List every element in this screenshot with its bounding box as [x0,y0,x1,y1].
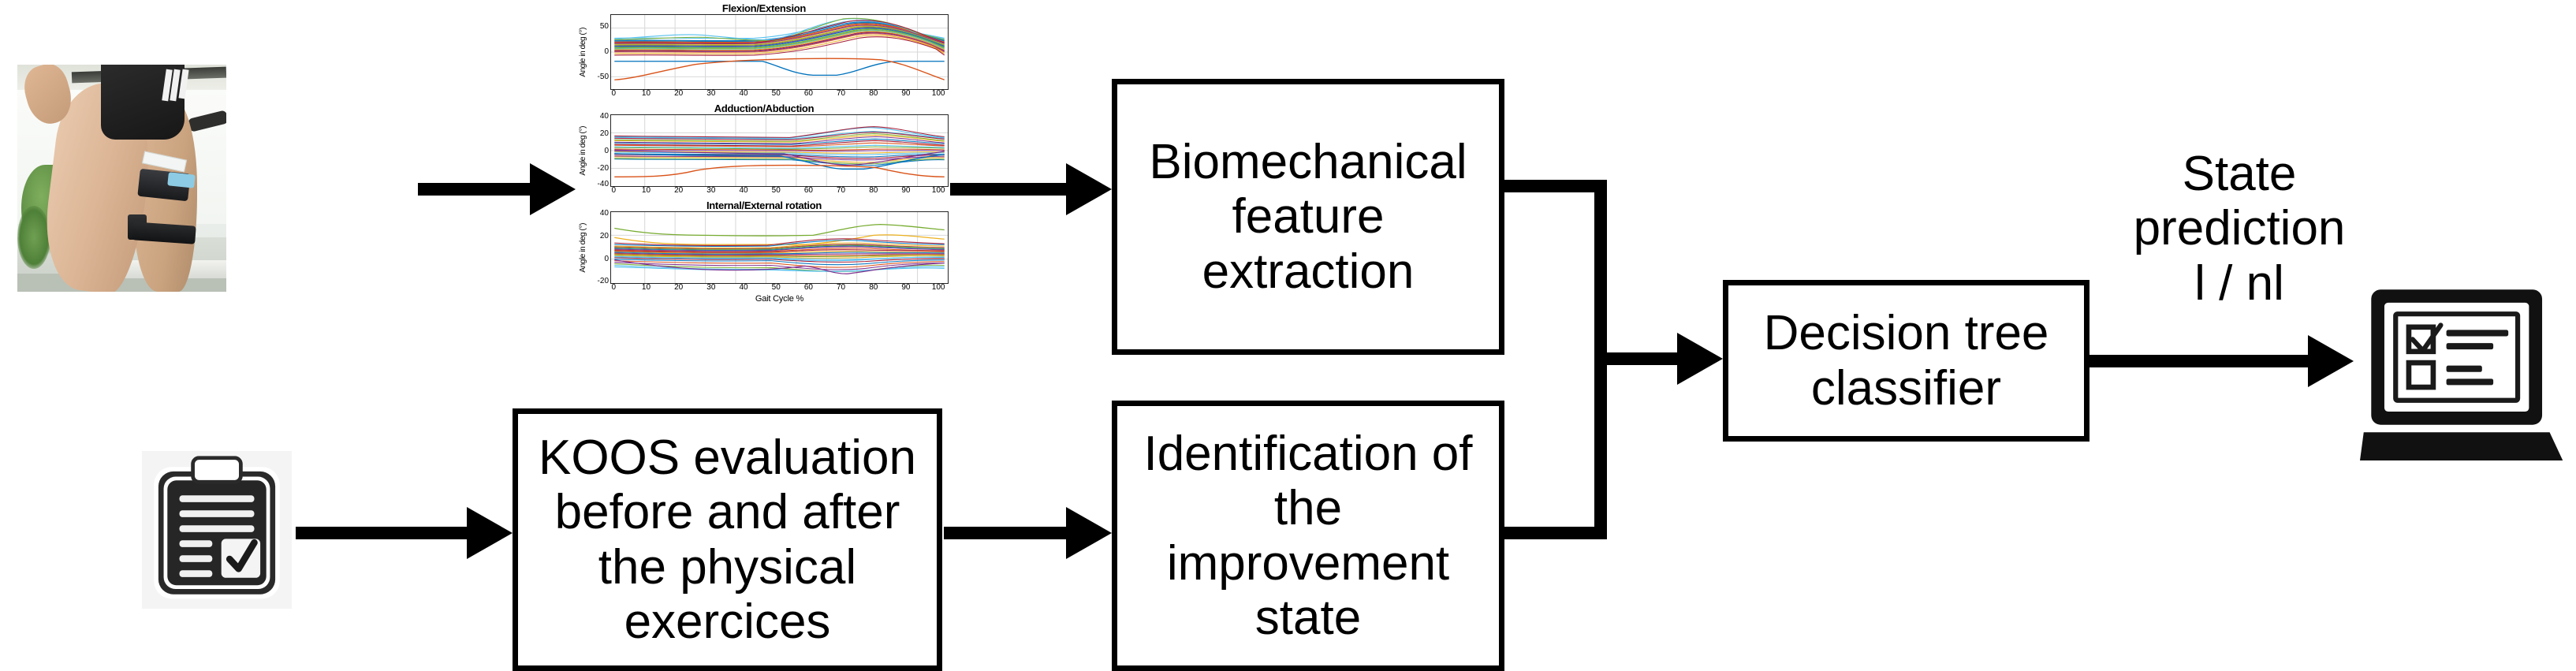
box-decision-tree-classifier[interactable]: Decision tree classifier [1723,280,2090,442]
chart-y-ticks: 50 0 -50 [590,14,610,90]
box-label: Identification of the improvement state [1143,426,1473,645]
x-tick: 30 [706,283,716,292]
chart-xlabel: Gait Cycle % [755,294,804,304]
chart-flexion-extension: Flexion/Extension Angle in deg (°) 50 0 … [579,2,949,100]
x-tick: 40 [739,283,748,292]
x-tick: 0 [611,283,617,292]
y-tick: -40 [597,180,609,189]
x-tick: 0 [611,89,617,98]
chart-plot-area [610,14,949,90]
y-tick: 40 [599,111,609,121]
x-tick: 10 [641,283,651,292]
y-tick: 20 [599,129,609,138]
x-tick: 90 [901,186,911,195]
y-tick: 0 [604,47,609,56]
chart-x-ticks: 0 10 20 30 40 50 60 70 80 90 100 [610,284,949,294]
chart-y-ticks: 40 20 0 -20 [590,208,610,286]
x-tick: 90 [901,89,911,98]
chart-internal-external-rotation: Internal/External rotation Angle in deg … [579,199,949,304]
x-tick: 60 [803,186,813,195]
chart-y-ticks: 40 20 0 -20 -40 [590,111,610,189]
x-tick: 50 [771,186,781,195]
connector-biomechanical-branch [1502,180,1607,192]
connector-identification-branch [1502,527,1607,539]
x-tick: 20 [674,283,684,292]
x-tick: 50 [771,89,781,98]
y-tick: 20 [599,232,609,241]
chart-adduction-abduction: Adduction/Abduction Angle in deg (°) 40 … [579,103,949,197]
x-tick: 100 [931,283,945,292]
x-tick: 20 [674,186,684,195]
y-tick: 50 [599,22,609,32]
chart-x-ticks: 0 10 20 30 40 50 60 70 80 90 100 [610,90,949,100]
box-biomechanical-feature-extraction[interactable]: Biomechanical feature extraction [1112,79,1504,355]
y-tick: 0 [604,146,609,155]
x-tick: 100 [931,186,945,195]
x-tick: 70 [837,283,846,292]
box-koos-evaluation[interactable]: KOOS evaluation before and after the phy… [513,408,942,671]
box-identification-improvement-state[interactable]: Identification of the improvement state [1112,401,1504,671]
treadmill-gait-capture-photo [17,65,226,292]
x-tick: 80 [869,283,878,292]
chart-ylabel: Angle in deg (°) [579,27,587,77]
chart-title: Internal/External rotation [706,199,822,211]
chart-title: Adduction/Abduction [714,103,815,114]
x-tick: 10 [641,89,651,98]
box-label: Biomechanical feature extraction [1149,134,1467,299]
laptop-results-icon [2360,278,2567,467]
chart-plot-area [610,114,949,187]
chart-title: Flexion/Extension [721,2,807,14]
x-tick: 0 [611,186,617,195]
y-tick: 40 [599,208,609,218]
y-tick: -20 [597,277,609,286]
chart-plot-area [610,211,949,284]
x-tick: 30 [706,89,716,98]
x-tick: 10 [641,186,651,195]
box-label: KOOS evaluation before and after the phy… [538,430,917,649]
clipboard-checklist-icon [142,451,292,609]
chart-ylabel: Angle in deg (°) [579,222,587,273]
x-tick: 80 [869,186,878,195]
x-tick: 20 [674,89,684,98]
x-tick: 70 [837,89,846,98]
y-tick: -20 [597,164,609,173]
x-tick: 60 [803,89,813,98]
x-tick: 60 [803,283,813,292]
x-tick: 90 [901,283,911,292]
x-tick: 50 [771,283,781,292]
chart-ylabel: Angle in deg (°) [579,125,587,176]
y-tick: 0 [604,254,609,263]
x-tick: 40 [739,186,748,195]
state-prediction-label: State prediction l / nl [2133,147,2346,311]
x-tick: 30 [706,186,716,195]
y-tick: -50 [597,72,609,81]
x-tick: 70 [837,186,846,195]
x-tick: 40 [739,89,748,98]
gait-kinematics-charts: Flexion/Extension Angle in deg (°) 50 0 … [579,2,949,369]
x-tick: 100 [931,89,945,98]
x-tick: 80 [869,89,878,98]
chart-x-ticks: 0 10 20 30 40 50 60 70 80 90 100 [610,187,949,197]
box-label: Decision tree classifier [1763,306,2049,416]
